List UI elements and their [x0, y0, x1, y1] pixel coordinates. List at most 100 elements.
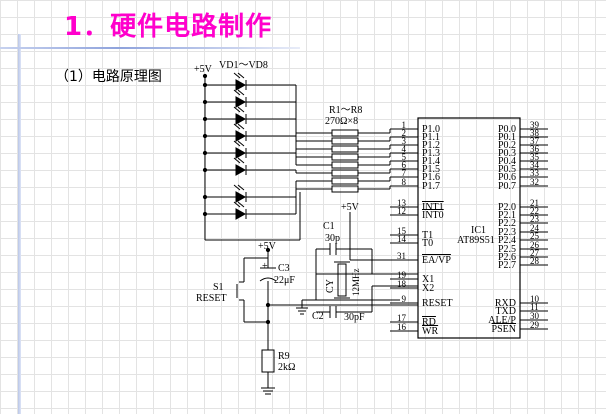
- ic-pin-right: 24 P2.3: [498, 223, 548, 238]
- label-c3-plus: +: [262, 261, 268, 272]
- light-arrow: [237, 123, 245, 130]
- led-icon: [235, 147, 247, 159]
- led-row: [202, 185, 391, 220]
- pin-name: P2.2: [498, 218, 516, 229]
- led-icon: [235, 164, 247, 176]
- junction: [202, 99, 208, 105]
- led-row: [202, 123, 391, 161]
- pin-number: 33: [530, 168, 540, 178]
- decorative-vertical-bar: [18, 34, 21, 414]
- pin-name: P2.3: [498, 227, 516, 238]
- junction: [202, 82, 208, 88]
- resistor-icon: [331, 185, 359, 193]
- ic-pin-left: 1 P1.0: [390, 120, 440, 135]
- light-arrow: [237, 157, 245, 164]
- label-c2-value: 30pF: [344, 312, 365, 323]
- label-s1-reset: RESET: [196, 293, 227, 304]
- pin-number: 2: [402, 128, 407, 138]
- pin-name: P2.5: [498, 244, 516, 255]
- light-arrow: [233, 157, 241, 164]
- light-arrow: [237, 184, 245, 191]
- light-arrow: [233, 184, 241, 191]
- pin-name: P1.2: [422, 140, 440, 151]
- led-row: [202, 106, 391, 153]
- pin-number: 1: [402, 120, 407, 130]
- ic-pin-right: 26 P2.5: [498, 240, 548, 255]
- slide-title: 1．硬件电路制作: [64, 12, 273, 42]
- junction: [202, 167, 208, 173]
- ic-pin-left: 7 P1.6: [390, 168, 440, 183]
- pin-number: 39: [530, 120, 540, 130]
- pin-number: 38: [530, 128, 540, 138]
- pin-name: ALE/P: [488, 315, 516, 326]
- led-row: [202, 177, 391, 203]
- pin-number: 19: [397, 270, 407, 280]
- resistor-icon: [331, 177, 359, 185]
- pin-name: P0.7: [498, 181, 516, 192]
- pin-number: 14: [397, 234, 407, 244]
- pin-name: P1.6: [422, 172, 440, 183]
- pin-number: 18: [397, 279, 407, 289]
- label-crystal-name: CY: [325, 279, 336, 293]
- pin-number: 9: [402, 294, 407, 304]
- label-vcc-c1: +5V: [341, 202, 360, 213]
- pin-name: P1.0: [422, 124, 440, 135]
- pin-name: T1: [422, 230, 433, 241]
- pin-name: P0.3: [498, 148, 516, 159]
- pin-name: P2.7: [498, 260, 516, 271]
- label-ic-part: AT89S51: [457, 235, 495, 246]
- pin-name: P2.0: [498, 202, 516, 213]
- pin-number: 23: [530, 214, 540, 224]
- pin-number: 5: [402, 152, 407, 162]
- resistor-icon: [331, 137, 359, 145]
- led-resistor-array: [202, 72, 391, 241]
- led-icon: [235, 113, 247, 125]
- pin-name: T0: [422, 238, 433, 249]
- label-c3-name: C3: [278, 263, 290, 274]
- resistor-icon: [331, 169, 359, 177]
- pin-number: 27: [530, 248, 540, 258]
- pin-number: 32: [530, 177, 539, 187]
- label-c1-name: C1: [323, 221, 335, 232]
- pin-name: RD: [422, 317, 436, 328]
- pin-name: P2.1: [498, 210, 516, 221]
- pin-number: 29: [530, 320, 540, 330]
- pin-number: 34: [530, 160, 540, 170]
- ic-pin-right: 38 P0.1: [498, 128, 548, 143]
- pin-name: P1.7: [422, 181, 440, 192]
- pin-name: P0.0: [498, 124, 516, 135]
- pin-number: 11: [530, 302, 539, 312]
- pin-number: 24: [530, 223, 540, 233]
- pin-number: 15: [397, 226, 407, 236]
- pin-number: 7: [402, 168, 407, 178]
- light-arrow: [233, 201, 241, 208]
- pin-name: P0.5: [498, 164, 516, 175]
- led-icon: [235, 191, 247, 203]
- pin-number: 25: [530, 231, 540, 241]
- light-arrow: [237, 140, 245, 147]
- pin-number: 31: [397, 251, 406, 261]
- pin-number: 26: [530, 240, 540, 250]
- ic-pin-right: 32 P0.7: [498, 177, 548, 192]
- pin-name: P0.4: [498, 156, 516, 167]
- pin-name: PSEN: [492, 324, 516, 335]
- pin-number: 10: [530, 294, 540, 304]
- light-arrow: [233, 123, 241, 130]
- light-arrow: [237, 201, 245, 208]
- pin-name: P0.1: [498, 132, 516, 143]
- pin-name: P0.6: [498, 172, 516, 183]
- label-c3-value: 22μF: [274, 275, 295, 286]
- led-icon: [235, 96, 247, 108]
